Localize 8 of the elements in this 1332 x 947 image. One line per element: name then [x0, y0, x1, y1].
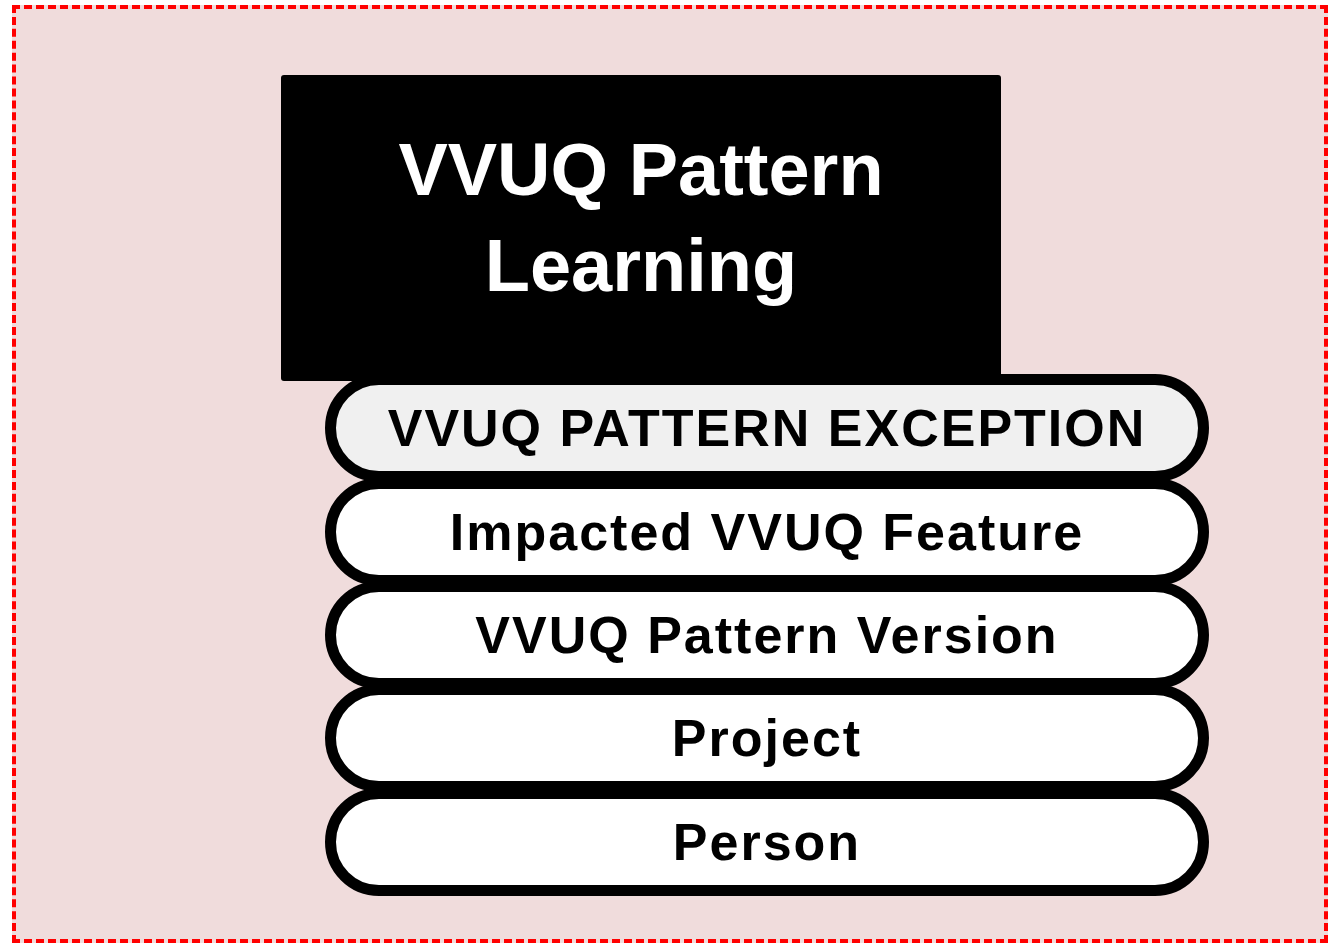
- entity-name: VVUQ Pattern Version: [475, 605, 1059, 665]
- entity-name: Project: [671, 708, 863, 768]
- title-box: [281, 75, 1001, 381]
- entity-name: Impacted VVUQ Feature: [449, 502, 1085, 562]
- entity-name: Person: [672, 812, 862, 872]
- title-text: VVUQ Pattern Learning: [397, 126, 885, 309]
- entity-name: VVUQ PATTERN EXCEPTION: [387, 398, 1147, 458]
- background-panel: [12, 5, 1328, 943]
